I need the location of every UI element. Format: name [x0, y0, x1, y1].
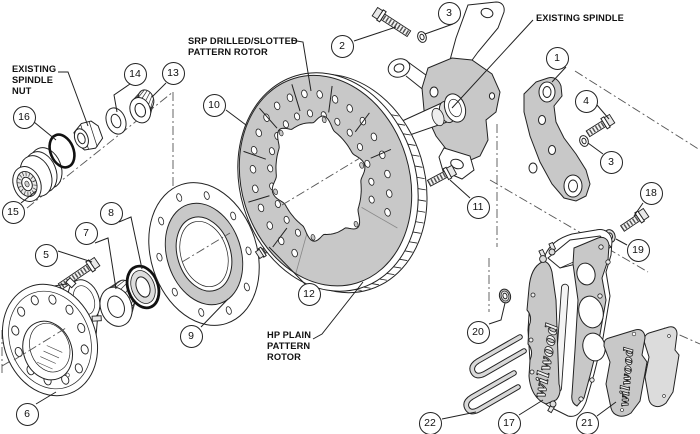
dust-cap	[12, 147, 63, 202]
leader-lines	[20, 19, 644, 420]
callout-16: 16	[12, 105, 36, 129]
rotor	[237, 72, 428, 294]
callout-17: 17	[497, 411, 521, 434]
callout-10: 10	[202, 93, 226, 117]
spindle	[387, 1, 505, 180]
crossover-washer	[498, 288, 512, 304]
callout-14: 14	[123, 62, 147, 86]
callout-3: 3	[599, 150, 623, 174]
rotor-adapter	[148, 182, 260, 326]
hub	[1, 277, 102, 397]
outer-bearing	[129, 89, 155, 124]
caliper-bolt	[619, 207, 650, 232]
inner-bearing	[99, 279, 137, 327]
label-existing-spindle-nut: EXISTING SPINDLE NUT	[12, 64, 57, 96]
axis-overlays	[13, 157, 361, 361]
washer-upper	[417, 31, 427, 43]
spindle-washer	[105, 107, 127, 135]
caliper	[526, 229, 613, 417]
callout-15: 15	[1, 200, 25, 224]
washer-bracket	[579, 135, 589, 147]
callout-7: 7	[74, 221, 98, 245]
callout-12: 12	[297, 282, 321, 306]
o-ring	[48, 133, 76, 169]
spindle-nut	[73, 120, 104, 151]
grease-seal	[125, 264, 161, 310]
brake-pads	[603, 326, 680, 417]
spindle-bolt	[426, 164, 458, 187]
callout-6: 6	[15, 402, 39, 426]
callout-18: 18	[639, 181, 663, 205]
label-existing-spindle: EXISTING SPINDLE	[536, 13, 624, 23]
label-srp-rotor: SRP DRILLED/SLOTTED PATTERN ROTOR	[188, 36, 298, 57]
callout-5: 5	[34, 243, 58, 267]
callout-21: 21	[575, 411, 599, 434]
callout-22: 22	[418, 411, 442, 434]
label-hp-rotor: HP PLAIN PATTERN ROTOR	[267, 330, 312, 362]
mount-bolt-upper	[371, 6, 412, 38]
callout-11: 11	[466, 195, 490, 219]
caliper-bracket	[523, 77, 591, 202]
pad-clips	[463, 334, 527, 415]
callout-4: 4	[574, 89, 598, 113]
bracket-bolt	[585, 113, 616, 138]
callout-3: 3	[437, 1, 461, 25]
callout-1: 1	[545, 46, 569, 70]
callout-19: 19	[626, 238, 650, 262]
callout-8: 8	[99, 201, 123, 225]
callout-13: 13	[161, 61, 185, 85]
callout-9: 9	[179, 324, 203, 348]
callout-2: 2	[330, 34, 354, 58]
callout-20: 20	[466, 320, 490, 344]
